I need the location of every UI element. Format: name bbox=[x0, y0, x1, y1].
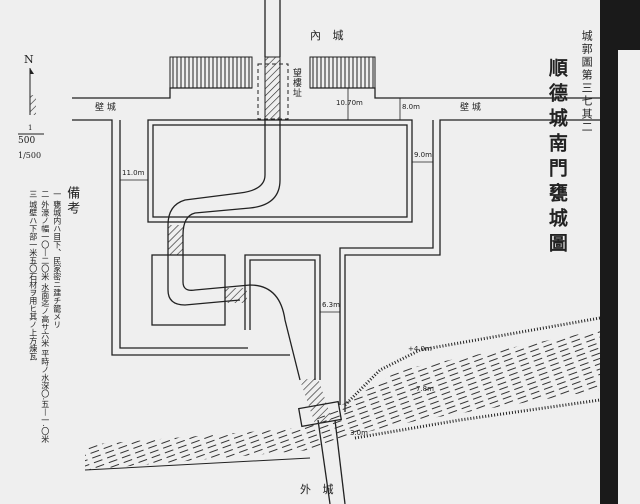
notes-heading: 備考 bbox=[64, 186, 80, 216]
dim-8-0: 8.0m bbox=[402, 103, 420, 111]
gate-passage-hatch bbox=[264, 56, 281, 121]
dim-9-0: 9.0m bbox=[414, 151, 432, 159]
note-1: 一 甕城内ハ目下、民家密ニ建チ籠メリ bbox=[52, 190, 62, 329]
dim-7-8: 7.8m bbox=[416, 385, 434, 393]
wall-hatch-left bbox=[169, 56, 253, 89]
wall-label-right: 壁 城 bbox=[460, 103, 481, 113]
dim-6-3: 6.3m bbox=[322, 301, 340, 309]
north-arrow-hatch bbox=[30, 95, 36, 115]
moat-line bbox=[84, 457, 311, 471]
dim-10-70: 10.70m bbox=[336, 99, 363, 107]
inner-city-label: 內 城 bbox=[310, 29, 348, 42]
wall-hatch-right bbox=[309, 56, 376, 89]
watchtower-outline bbox=[257, 63, 289, 120]
dim-3-0: 3.0m bbox=[350, 429, 368, 437]
series-title: 城郭圖第三七其二 bbox=[580, 30, 594, 134]
scale-numerator: 1 bbox=[28, 124, 33, 132]
dim-11-0: 11.0m bbox=[122, 169, 145, 177]
scale-denominator: 500 bbox=[18, 136, 36, 146]
passage-hatch bbox=[300, 378, 332, 424]
watchtower-label: 望樓址 bbox=[290, 68, 301, 98]
note-2: 二 外濠ノ幅一〇—二〇米 水面迄ノ高サ六米 平時ノ水深〇.五—一.〇米 bbox=[40, 190, 50, 443]
passage-hatch bbox=[225, 288, 247, 303]
wall-label-left: 壁 城 bbox=[95, 103, 116, 113]
outer-city-label: 外 城 bbox=[300, 483, 338, 496]
passage-hatch bbox=[168, 225, 183, 255]
scan-edge-paper bbox=[618, 50, 640, 504]
moat-bank bbox=[343, 316, 601, 407]
dim-plus-4-0: +4.0m bbox=[408, 345, 432, 353]
dimension-lines bbox=[120, 88, 433, 313]
wall-outlines bbox=[72, 0, 600, 504]
north-arrow-head-icon bbox=[30, 68, 34, 74]
map-title: 順德城南門甕城圖 bbox=[545, 58, 568, 258]
moat bbox=[85, 330, 600, 470]
note-3: 三 城壁ハ下部一米五〇石材ヲ用ヒ其ノ上方煉瓦 bbox=[28, 190, 38, 361]
north-label: N bbox=[24, 53, 34, 66]
scale-ratio: 1/500 bbox=[18, 151, 42, 160]
